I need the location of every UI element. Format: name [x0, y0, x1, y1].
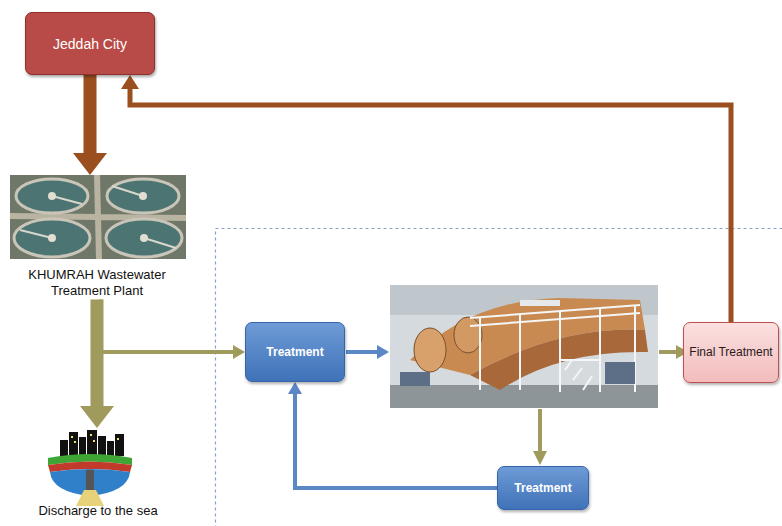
- node-label: Jeddah City: [53, 36, 127, 52]
- node-label: Treatment: [514, 481, 571, 495]
- clarifier-photo: [10, 175, 186, 259]
- flow-arrow: [288, 382, 497, 488]
- dotted-region: [216, 229, 782, 526]
- city-box: Jeddah City: [25, 12, 155, 75]
- flow-arrow: [73, 75, 107, 175]
- node-label: KHUMRAH Wastewater Treatment Plant: [22, 267, 172, 300]
- arrow-head: [233, 345, 245, 359]
- flow-arrow: [80, 300, 114, 429]
- process-box: Treatment: [497, 466, 589, 510]
- process-arrows: [346, 345, 688, 465]
- node-label: Final Treatment: [689, 345, 772, 360]
- flow-arrow: [121, 75, 731, 322]
- arrow-head: [73, 153, 107, 175]
- flow-arrow: [101, 300, 245, 360]
- discharge-node: Discharge to the sea: [20, 428, 176, 519]
- process-box: Treatment: [245, 322, 345, 382]
- arrow-line: [295, 392, 497, 488]
- arrow-head: [288, 382, 302, 394]
- arrow-line: [130, 87, 731, 322]
- node-label: Discharge to the sea: [24, 503, 172, 519]
- arrow-line: [84, 75, 97, 155]
- plant-node: KHUMRAH Wastewater Treatment Plant: [8, 175, 186, 300]
- arrow-head: [121, 75, 139, 89]
- discharge-icon: [48, 430, 132, 506]
- final-treatment-box: Final Treatment: [683, 322, 779, 383]
- paper-machine-photo: [390, 285, 658, 408]
- arrow-line: [101, 300, 235, 353]
- arrow-head: [80, 406, 114, 428]
- node-label: Treatment: [266, 345, 323, 359]
